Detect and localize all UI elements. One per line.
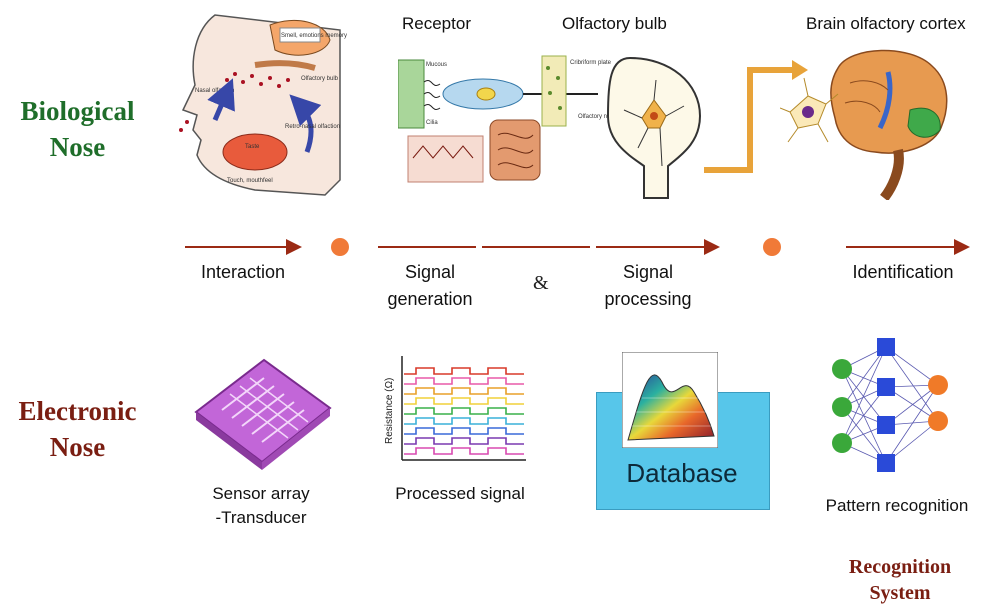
olfactory-bulb-illustration: Cribriform plate Olfactory nerve <box>541 55 702 199</box>
processed-signal-label: Processed signal <box>395 484 525 503</box>
signal-trace <box>404 447 524 455</box>
brain-arrow <box>704 60 808 173</box>
resistance-axis-label: Resistance (Ω) <box>384 378 395 444</box>
receptor-illustration: Mucous Cilia <box>398 59 598 183</box>
taste-label: Taste <box>245 144 260 150</box>
sensor-array-chip <box>194 358 332 470</box>
output-node <box>928 411 948 431</box>
signal-trace <box>404 367 524 375</box>
hidden-node <box>877 416 895 434</box>
database-surface-plot <box>622 352 718 448</box>
receptor-label: Receptor <box>402 14 471 33</box>
process-arrows <box>185 238 970 256</box>
head-illustration: Smell, emotions memory Olfactory bulb Na… <box>179 14 347 196</box>
ampersand: & <box>533 272 549 294</box>
processed-signal-graph: Resistance (Ω) <box>384 356 526 461</box>
signal-trace <box>404 377 524 385</box>
retro-label: Retro-nasal olfaction <box>285 124 340 130</box>
input-node <box>832 397 852 417</box>
hidden-node <box>877 378 895 396</box>
smell-label: Smell, emotions memory <box>281 33 347 39</box>
olfactory-bulb-label: Olfactory bulb <box>562 14 667 33</box>
electronic-nose-title: Electronic Nose <box>18 396 137 462</box>
signal-lines <box>404 367 524 455</box>
signal-trace <box>404 387 524 395</box>
signal-processing-label: Signal processing <box>604 262 692 309</box>
recognition-system-label: Recognition System <box>848 556 952 604</box>
input-node <box>832 433 852 453</box>
cilia-label: Cilia <box>426 120 438 126</box>
brain-cortex-label: Brain olfactory cortex <box>806 14 966 33</box>
stage-dot-1 <box>331 238 349 256</box>
head-bulb-label: Olfactory bulb <box>301 76 339 82</box>
olfactory-nerve-label: Olfactory nerve <box>578 114 619 120</box>
hidden-node <box>877 338 895 356</box>
signal-trace <box>404 407 524 415</box>
signal-trace <box>404 427 524 435</box>
stage-dot-2 <box>763 238 781 256</box>
signal-trace <box>404 437 524 445</box>
neural-network <box>832 338 948 472</box>
signal-generation-label: Signal generation <box>387 262 473 309</box>
signal-trace <box>404 417 524 425</box>
signal-trace <box>404 397 524 405</box>
interaction-label: Interaction <box>200 262 286 282</box>
mucous-label: Mucous <box>426 62 447 68</box>
biological-nose-title: Biological Nose <box>20 96 135 162</box>
input-node <box>832 359 852 379</box>
identification-label: Identification <box>852 262 954 282</box>
sensor-array-label: Sensor array -Transducer <box>212 484 310 527</box>
pattern-recognition-label: Pattern recognition <box>825 496 969 515</box>
cribriform-label: Cribriform plate <box>570 60 612 66</box>
hidden-node <box>877 454 895 472</box>
brain-illustration <box>780 49 948 200</box>
touch-label: Touch, mouthfeel <box>227 178 273 184</box>
database-label: Database <box>626 458 738 488</box>
output-node <box>928 375 948 395</box>
